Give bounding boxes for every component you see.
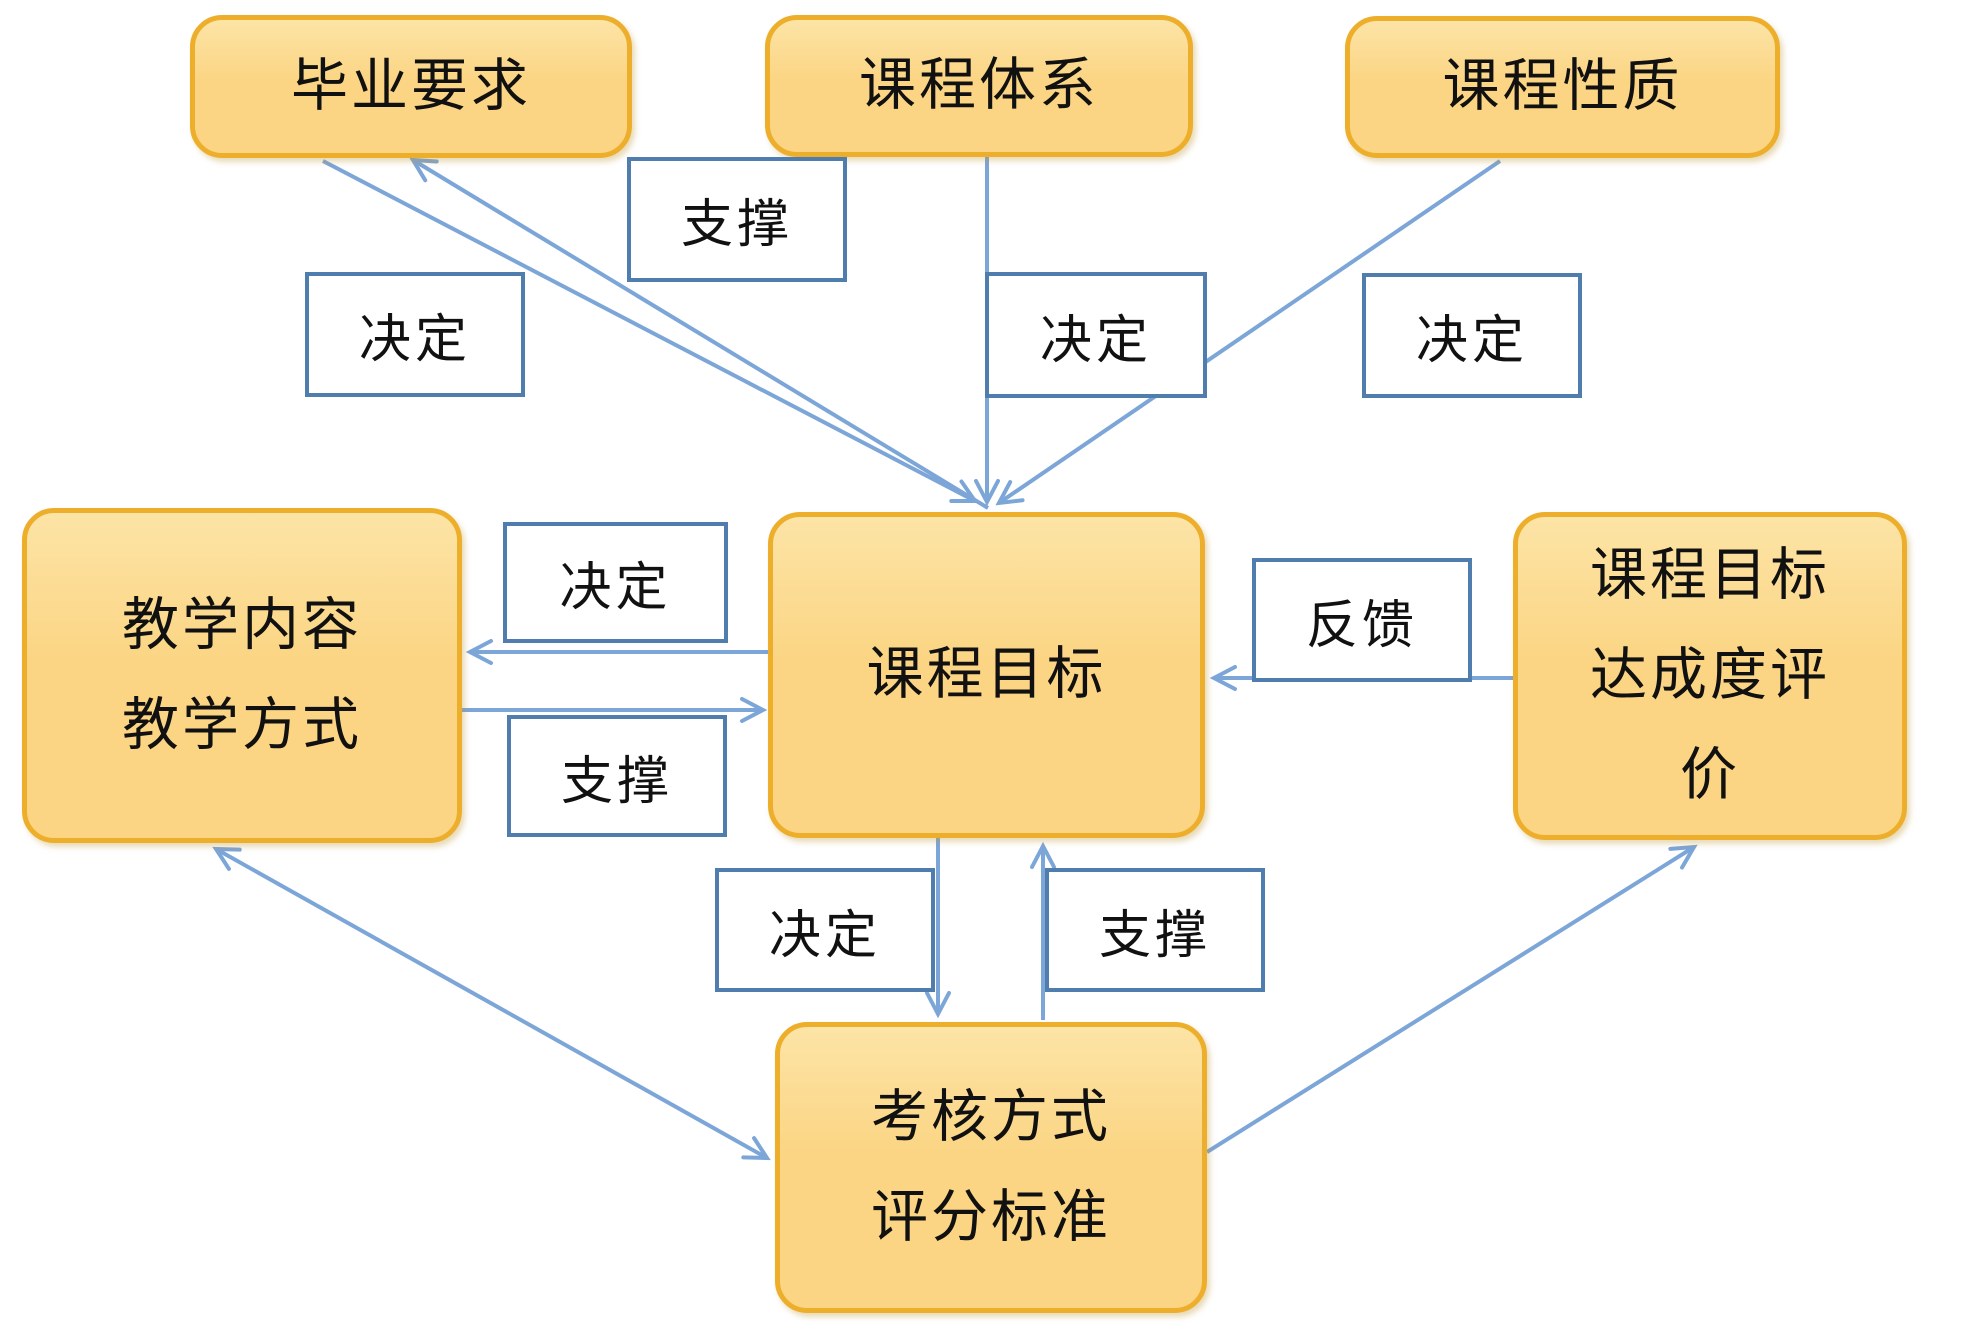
edge-teaching-assessment-bidirectional bbox=[212, 846, 771, 1161]
node-course-objective: 课程目标 bbox=[768, 512, 1205, 838]
edge-label-support-bottom-text: 支撑 bbox=[1098, 907, 1211, 965]
node-objective-achievement-evaluation: 课程目标 达成度评 价 bbox=[1513, 512, 1907, 840]
edge-label-support-top: 支撑 bbox=[627, 157, 847, 282]
node-curriculum-system-label: 课程体系 bbox=[859, 54, 1099, 118]
node-assessment-scoring-label: 考核方式 评分标准 bbox=[871, 1085, 1111, 1249]
edge-nature-decides-objective bbox=[995, 159, 1502, 506]
edge-graduation-decides-objective bbox=[322, 159, 979, 504]
edge-label-support-mid-left: 支撑 bbox=[507, 715, 727, 837]
edge-label-feedback: 反馈 bbox=[1252, 558, 1472, 682]
edge-label-decide-top-right-text: 决定 bbox=[1415, 313, 1528, 370]
edge-label-decide-mid-left: 决定 bbox=[503, 522, 728, 643]
node-graduation-requirements-label: 毕业要求 bbox=[291, 54, 531, 118]
node-assessment-scoring: 考核方式 评分标准 bbox=[775, 1022, 1207, 1313]
edge-label-decide-top-mid: 决定 bbox=[985, 272, 1207, 398]
edge-label-decide-bottom-text: 决定 bbox=[768, 907, 881, 965]
node-teaching-content-method: 教学内容 教学方式 bbox=[22, 508, 462, 843]
edge-label-support-top-text: 支撑 bbox=[680, 197, 793, 254]
edge-objective-supports-graduation bbox=[409, 157, 990, 510]
edge-label-decide-bottom: 决定 bbox=[715, 868, 935, 992]
node-curriculum-system: 课程体系 bbox=[765, 15, 1193, 157]
node-graduation-requirements: 毕业要求 bbox=[190, 15, 632, 158]
edge-label-decide-mid-left-text: 决定 bbox=[559, 560, 672, 617]
edge-label-decide-top-left: 决定 bbox=[305, 272, 525, 397]
node-course-objective-label: 课程目标 bbox=[866, 643, 1107, 707]
edge-label-decide-top-right: 决定 bbox=[1362, 273, 1582, 398]
edge-label-feedback-text: 反馈 bbox=[1305, 597, 1418, 655]
node-course-nature: 课程性质 bbox=[1345, 16, 1780, 158]
node-objective-achievement-evaluation-label: 课程目标 达成度评 价 bbox=[1590, 544, 1830, 807]
edge-label-support-bottom: 支撑 bbox=[1045, 868, 1265, 992]
node-course-nature-label: 课程性质 bbox=[1442, 55, 1683, 119]
edge-assessment-to-evaluation bbox=[1205, 844, 1698, 1154]
edge-label-support-mid-left-text: 支撑 bbox=[560, 753, 673, 811]
edge-label-decide-top-mid-text: 决定 bbox=[1039, 312, 1152, 370]
node-teaching-content-method-label: 教学内容 教学方式 bbox=[122, 593, 362, 757]
edge-label-decide-top-left-text: 决定 bbox=[358, 312, 471, 369]
